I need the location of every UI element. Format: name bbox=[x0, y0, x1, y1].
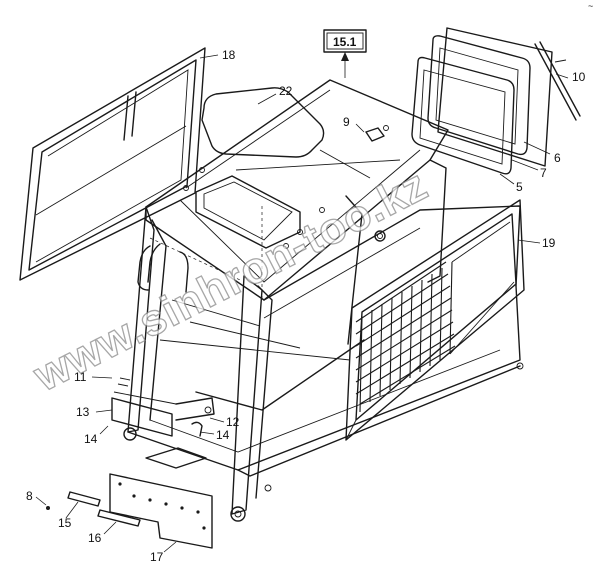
callout-19: 19 bbox=[542, 236, 556, 250]
callout-11: 11 bbox=[74, 370, 87, 384]
floor-mat bbox=[145, 447, 207, 469]
corner-mark: ~ bbox=[588, 1, 593, 11]
wiper-10 bbox=[534, 41, 581, 121]
callout-8: 8 bbox=[26, 489, 33, 503]
watermark: www.sinhron-too.kz bbox=[25, 160, 435, 401]
callout-16: 16 bbox=[88, 531, 102, 545]
callout-14-left: 14 bbox=[84, 432, 98, 446]
callout-15: 15 bbox=[58, 516, 72, 530]
callout-18: 18 bbox=[222, 48, 236, 62]
callout-5: 5 bbox=[516, 180, 523, 194]
callout-22: 22 bbox=[279, 84, 293, 98]
callout-9: 9 bbox=[343, 115, 350, 129]
screen-mesh bbox=[355, 261, 456, 413]
callout-7: 7 bbox=[540, 166, 547, 180]
callout-12: 12 bbox=[226, 415, 240, 429]
callout-13: 13 bbox=[76, 405, 90, 419]
leader-lines bbox=[35, 54, 569, 553]
side-screen-19 bbox=[345, 199, 525, 441]
strip-16 bbox=[97, 509, 141, 527]
callout-6: 6 bbox=[554, 151, 561, 165]
front-plate-13 bbox=[111, 377, 215, 437]
strip-15 bbox=[67, 491, 101, 507]
rear-window-assembly bbox=[411, 27, 553, 175]
reference-box-label: 15.1 bbox=[333, 35, 357, 49]
callout-14-right: 14 bbox=[216, 428, 230, 442]
left-side-window-18 bbox=[19, 47, 206, 281]
callout-labels: 18 22 9 10 6 7 5 19 11 13 14 12 14 8 15 … bbox=[26, 1, 593, 564]
mirror-part-9 bbox=[365, 125, 389, 142]
reference-box-15-1: 15.1 bbox=[323, 29, 367, 78]
kick-panel-17 bbox=[109, 473, 213, 549]
callout-17: 17 bbox=[150, 550, 164, 564]
cab-frame bbox=[123, 79, 524, 522]
bolt-8 bbox=[46, 506, 50, 510]
roof-panel-22 bbox=[201, 87, 325, 158]
callout-10: 10 bbox=[572, 70, 586, 84]
